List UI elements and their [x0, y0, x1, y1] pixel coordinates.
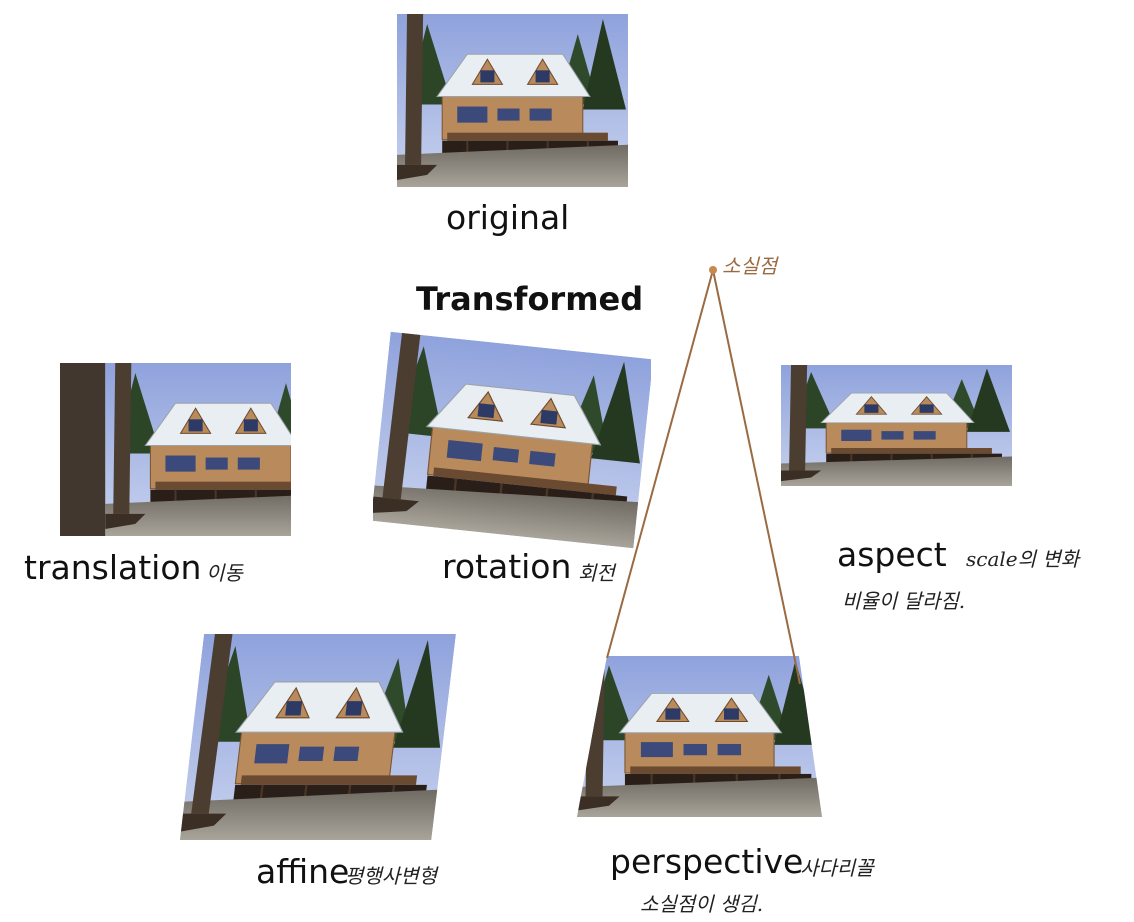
affine-label: affine [256, 852, 350, 891]
transformed-heading: Transformed [416, 280, 644, 318]
perspective-label: perspective [610, 842, 804, 881]
vanishing-point-marker [709, 266, 717, 274]
perspective-image [577, 656, 822, 817]
affine-note: 평행사변형 [345, 864, 437, 888]
affine-image [180, 634, 456, 840]
translation-image [60, 363, 291, 536]
rotation-note: 회전 [578, 561, 615, 585]
translation-label: translation [24, 548, 202, 587]
perspective-note: 사다리꼴 [800, 856, 874, 880]
translation-note: 이동 [206, 561, 243, 585]
aspect-label: aspect [837, 535, 947, 574]
rotation-image [373, 330, 651, 550]
aspect-note: scale의 변화 [966, 547, 1080, 571]
vanishing-point-label: 소실점 [722, 254, 778, 278]
original-image [397, 14, 628, 187]
rotation-label: rotation [442, 547, 572, 586]
original-label: original [446, 198, 570, 237]
aspect-note-2: 비율이 달라짐. [842, 589, 966, 613]
aspect-image [781, 365, 1012, 486]
perspective-note-2: 소실점이 생김. [640, 892, 764, 916]
